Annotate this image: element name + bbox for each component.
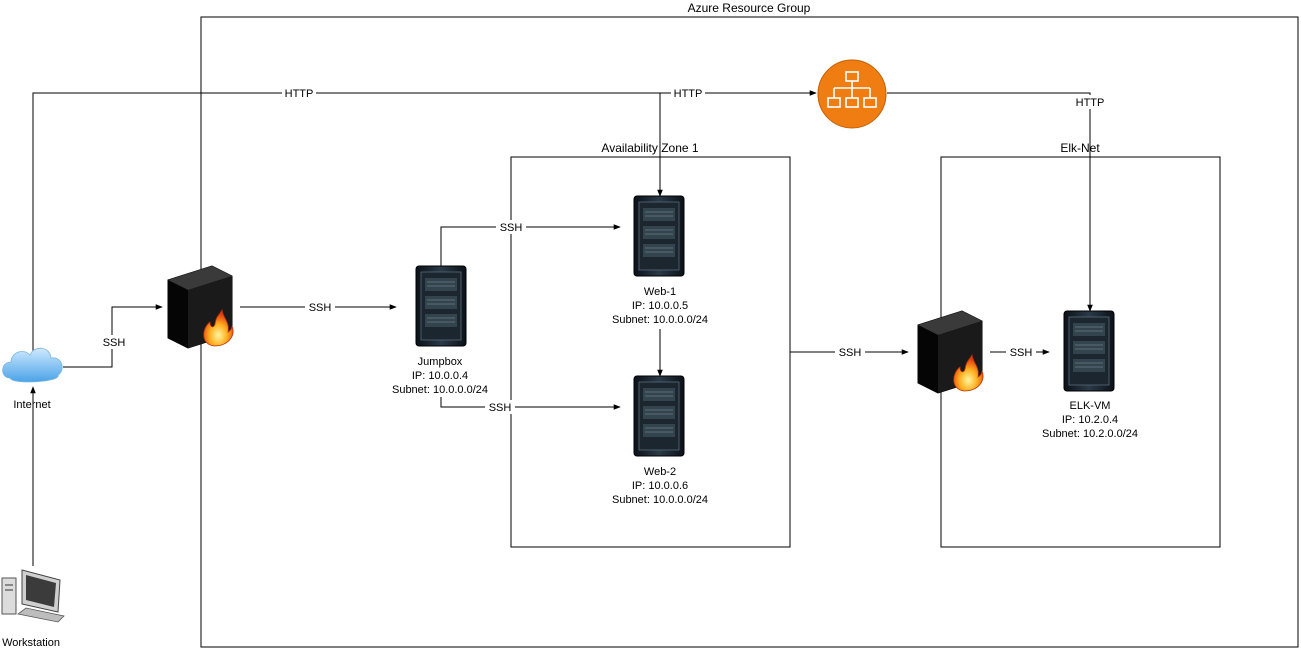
web-1-name: Web-1 <box>644 286 676 298</box>
server-icon <box>415 265 467 347</box>
cloud-icon <box>2 347 63 383</box>
elk-vm-subnet: Subnet: 10.2.0.0/24 <box>1042 428 1138 440</box>
edge-label-web-1-http: HTTP <box>674 88 703 100</box>
firewall-icon <box>917 310 984 394</box>
edge-label-elk-http: HTTP <box>1076 97 1105 109</box>
edge-label-internet-http: HTTP <box>285 88 314 100</box>
edge-label-web-1-ssh: SSH <box>500 222 523 234</box>
web-2-subnet: Subnet: 10.0.0.0/24 <box>612 494 708 506</box>
server-icon <box>633 375 685 457</box>
edge-load-balancer-to-elk <box>887 92 1093 312</box>
elk-vm-name: ELK-VM <box>1070 400 1111 412</box>
edge-label-zone-ssh: SSH <box>839 347 862 359</box>
web-2-ip: IP: 10.0.0.6 <box>632 480 688 492</box>
web-1-subnet: Subnet: 10.0.0.0/24 <box>612 314 708 326</box>
server-icon <box>633 195 685 277</box>
web-2-name: Web-2 <box>644 466 676 478</box>
load-balancer-icon <box>817 59 887 129</box>
firewall-icon <box>167 265 234 349</box>
availability-zone-label: Availability Zone 1 <box>601 141 698 155</box>
edge-jumpbox-to-web-2 <box>440 397 621 410</box>
workstation-label: Workstation <box>2 637 60 649</box>
workstation-icon <box>1 569 65 623</box>
edge-label-web-2-ssh: SSH <box>489 402 512 414</box>
edge-label-internet-ssh: SSH <box>103 337 126 349</box>
internet-label: Internet <box>13 399 50 411</box>
resource-group-label: Azure Resource Group <box>688 1 811 15</box>
jumpbox-subnet: Subnet: 10.0.0.0/24 <box>392 384 488 396</box>
edge-label-firewall-ssh: SSH <box>309 302 332 314</box>
edge-jumpbox-to-web-1 <box>440 224 621 266</box>
jumpbox-ip: IP: 10.0.0.4 <box>412 370 468 382</box>
edge-internet-to-load-balancer <box>32 90 817 352</box>
resource-group-boundary <box>200 16 1299 648</box>
jumpbox-name: Jumpbox <box>418 356 463 368</box>
elk-net-label: Elk-Net <box>1060 141 1100 155</box>
elk-vm-ip: IP: 10.2.0.4 <box>1062 414 1118 426</box>
server-icon <box>1063 310 1115 392</box>
edge-label-elk-ssh: SSH <box>1010 347 1033 359</box>
web-1-ip: IP: 10.0.0.5 <box>632 300 688 312</box>
